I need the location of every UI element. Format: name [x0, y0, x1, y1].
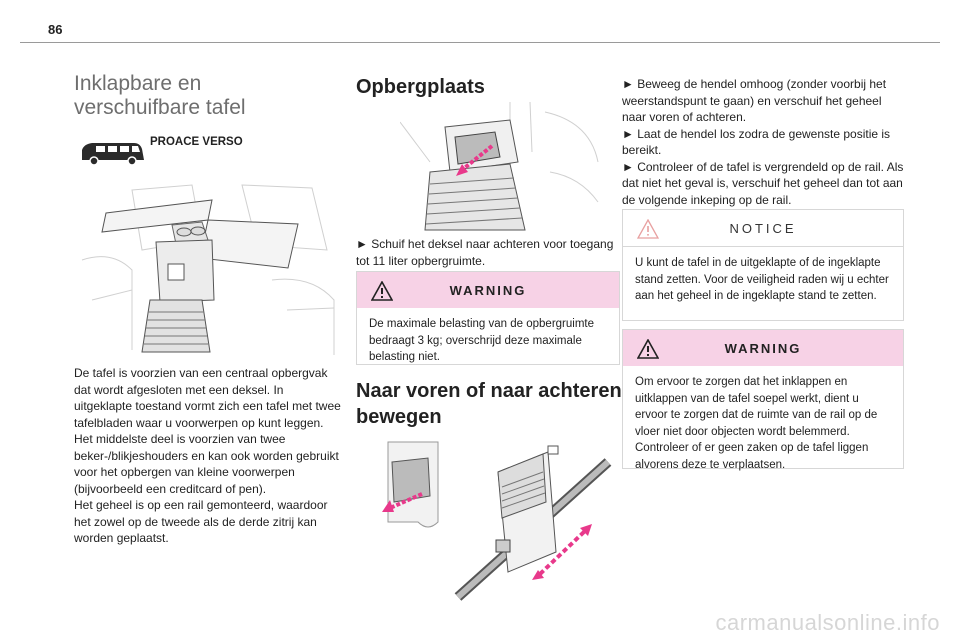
middle-column: Opbergplaats [356, 74, 624, 100]
notice-box: NOTICE U kunt de tafel in de uitgeklapte… [622, 209, 904, 321]
model-label: PROACE VERSO [150, 136, 243, 148]
storage-title: Opbergplaats [356, 76, 485, 98]
middle-step: ► Schuif het deksel naar achteren voor t… [356, 236, 624, 269]
notice-header: NOTICE [623, 210, 903, 247]
warning-triangle-icon [371, 281, 393, 301]
move-title: Naar voren of naar achteren bewegen [356, 378, 624, 430]
title-line2: verschuifbare tafel [74, 96, 246, 119]
intro-paragraph: De tafel is voorzien van een centraal op… [74, 366, 341, 496]
folding-table-illustration [81, 184, 335, 355]
move-section: Naar voren of naar achteren bewegen [356, 378, 624, 430]
left-body: De tafel is voorzien van een centraal op… [74, 365, 342, 547]
rail-paragraph: Het geheel is op een rail gemonteerd, wa… [74, 498, 328, 545]
right-steps: ► Beweeg de hendel omhoog (zonder voorbi… [622, 76, 904, 208]
footer-watermark: carmanualsonline.info [715, 610, 940, 635]
step-release-lever: ► Laat de hendel los zodra de gewenste p… [622, 126, 891, 158]
section-title: Inklapbare en verschuifbare tafel [74, 72, 342, 120]
warning-box-rail: WARNING Om ervoor te zorgen dat het inkl… [622, 329, 904, 471]
header-rule [20, 42, 940, 43]
warning-title-rail: WARNING [724, 341, 802, 356]
notice-text: U kunt de tafel in de uitgeklapte of de … [635, 257, 889, 302]
warning-header-rail: WARNING [623, 330, 903, 366]
step-open-lid: ► Schuif het deksel naar achteren voor t… [356, 237, 614, 268]
van-icon [82, 143, 144, 166]
warning-triangle-icon [637, 339, 659, 359]
notice-triangle-icon [637, 219, 659, 239]
move-title-line1: Naar voren of naar achteren [356, 380, 622, 402]
step-move-lever: ► Beweeg de hendel omhoog (zonder voorbi… [622, 77, 887, 124]
warning-text: De maximale belasting van de opbergruimt… [369, 318, 595, 363]
warning-box-load: WARNING De maximale belasting van de opb… [356, 271, 620, 365]
left-column: Inklapbare en verschuifbare tafel [74, 72, 342, 120]
warning-header: WARNING [357, 272, 619, 308]
warning-text-rail: Om ervoor te zorgen dat het inklappen en… [635, 376, 878, 471]
notice-title: NOTICE [729, 221, 797, 236]
rail-slide-illustration [382, 441, 612, 601]
warning-title: WARNING [449, 283, 527, 298]
title-line1: Inklapbare en [74, 72, 202, 95]
step-check-lock: ► Controleer of de tafel is vergrendeld … [622, 159, 904, 207]
storage-compartment-illustration [400, 102, 599, 231]
page-number: 86 [48, 22, 63, 37]
move-title-line2: bewegen [356, 406, 442, 428]
